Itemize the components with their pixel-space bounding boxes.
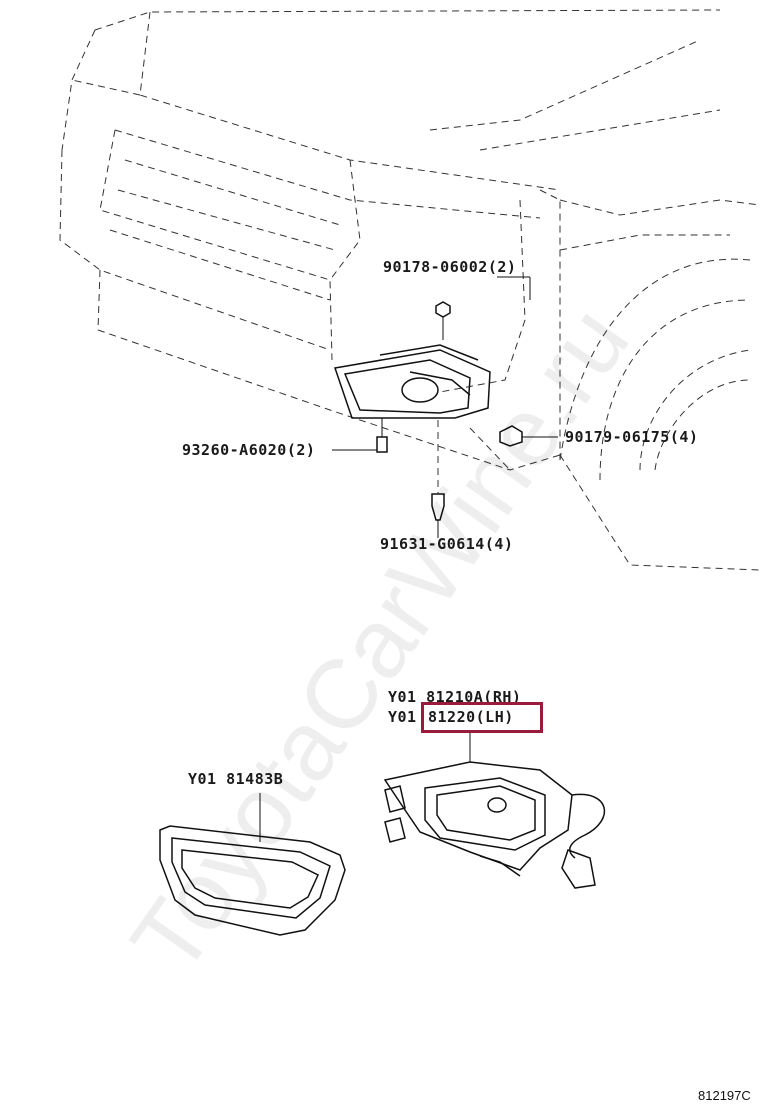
fog-lamp-cover [159, 793, 346, 936]
vehicle-fasteners [376, 301, 523, 521]
callout-nut-90178: 90178-06002(2) [383, 258, 517, 276]
callout-clip-90179: 90179-06175(4) [565, 428, 699, 446]
fog-lamp-assembly [383, 733, 606, 889]
upper-leader-lines [332, 276, 558, 538]
highlight-box [421, 702, 543, 733]
vehicle-outline [59, 9, 760, 571]
callout-screw-93260: 93260-A6020(2) [182, 441, 316, 459]
callout-fog-lamp-lh-prefix: Y01 [388, 708, 427, 726]
callout-fog-lamp-rh: Y01 81210A(RH) [388, 688, 522, 706]
callout-fog-lamp-cover: Y01 81483B [188, 770, 284, 788]
callout-fog-lamp-lh[interactable]: 81220(LH) [428, 708, 514, 726]
callout-bolt-91631: 91631-G0614(4) [380, 535, 514, 553]
installed-fog-lamp [334, 344, 491, 419]
figure-code: 812197C [698, 1088, 751, 1103]
